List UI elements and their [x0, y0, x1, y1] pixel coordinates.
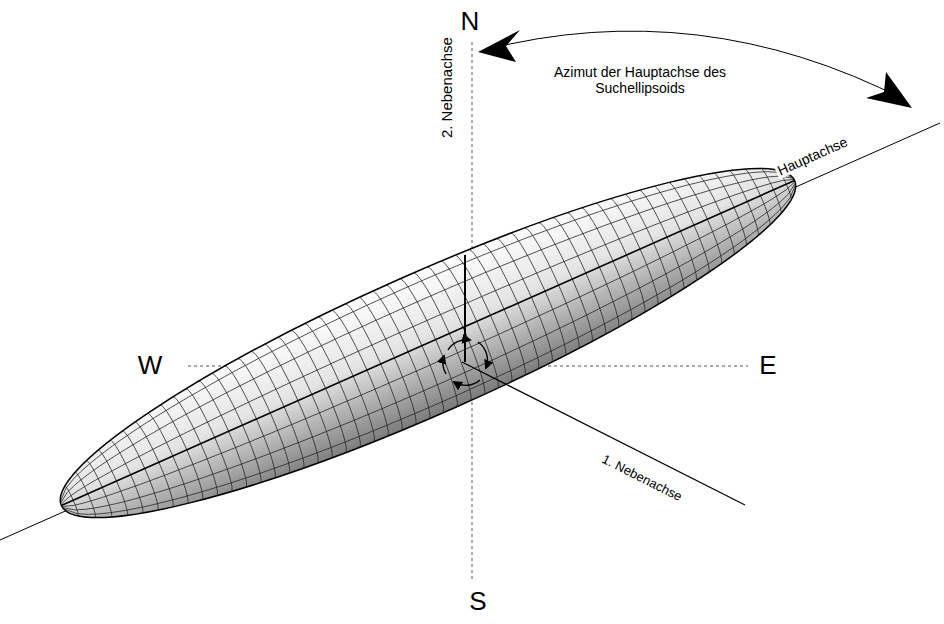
rotation-symbol	[443, 340, 488, 386]
axis-label: 2. Nebenachse	[437, 36, 454, 141]
compass-letter: W	[138, 351, 163, 381]
azimuth-label: Azimut der Hauptachse des Suchellipsoids	[535, 64, 745, 96]
minor-axis-1	[462, 362, 745, 505]
ellipsoid	[33, 117, 823, 570]
axis-label: Hauptachse	[773, 133, 851, 180]
azimuth-arc	[484, 31, 905, 100]
axis-label: 1. Nebenachse	[598, 451, 686, 506]
compass-letter: N	[461, 7, 480, 37]
arrowhead	[478, 30, 520, 62]
compass-letter: S	[469, 587, 486, 617]
minor-axis-2	[464, 255, 466, 362]
arrowhead	[866, 72, 912, 108]
compass-letter: E	[759, 351, 776, 381]
